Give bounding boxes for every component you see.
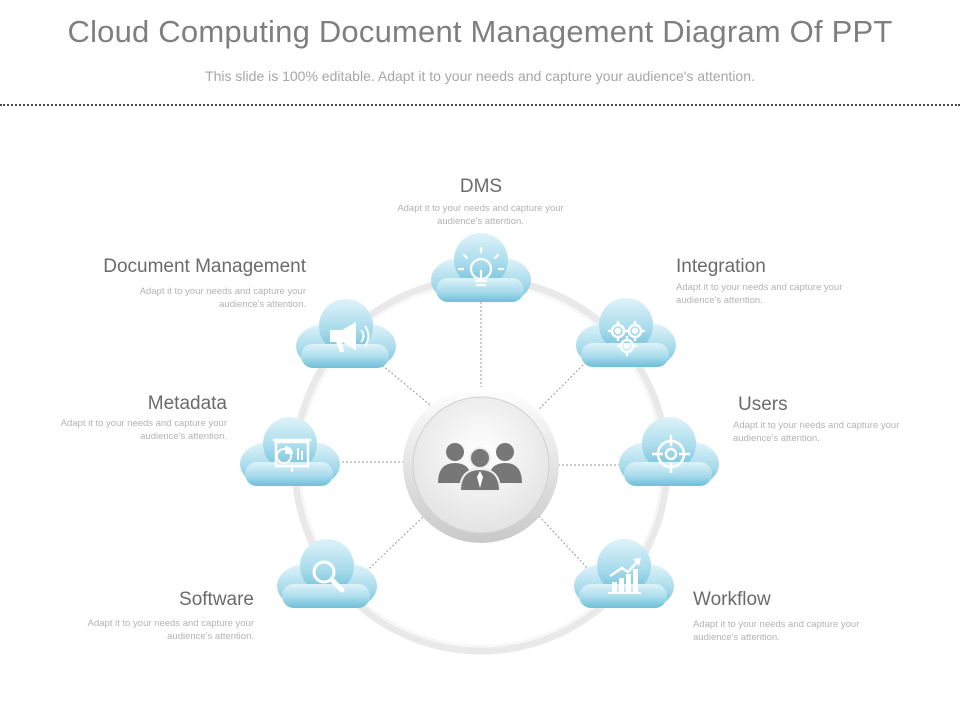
gears-icon (607, 320, 646, 357)
header-divider (0, 104, 960, 106)
label-document-management: Document Management (103, 256, 306, 277)
label-workflow: Workflow (693, 589, 771, 610)
label-dms: DMS (459, 176, 503, 197)
magnifier-icon (312, 560, 345, 593)
people-group-icon (438, 443, 522, 492)
lightbulb-icon (457, 246, 505, 287)
growth-chart-icon (608, 558, 641, 594)
cloud-software (277, 539, 377, 608)
label-metadata: Metadata (147, 393, 227, 414)
cloud-metadata (240, 417, 340, 486)
megaphone-icon (330, 322, 370, 352)
cloud-integration (576, 298, 676, 367)
slide-title: Cloud Computing Document Management Diag… (67, 14, 893, 49)
cloud-dms (431, 233, 531, 302)
cloud-users (619, 417, 719, 486)
slide-subtitle: This slide is 100% editable. Adapt it to… (205, 68, 755, 84)
cloud-workflow (574, 539, 674, 608)
label-integration: Integration (676, 256, 766, 277)
target-icon (652, 435, 690, 473)
presentation-board-icon (273, 438, 311, 472)
label-software: Software (179, 589, 254, 610)
cloud-document-management (296, 299, 396, 368)
label-users: Users (738, 394, 788, 415)
